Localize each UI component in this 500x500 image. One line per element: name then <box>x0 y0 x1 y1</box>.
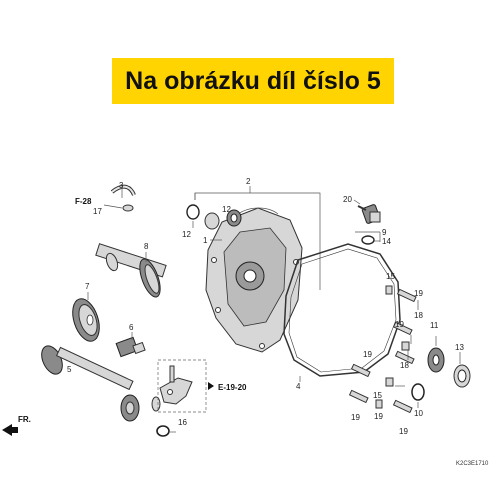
diagram-code: K2C3E1710 <box>456 461 489 467</box>
callout-6: 6 <box>129 323 134 332</box>
callout-18-a: 18 <box>414 311 423 320</box>
callout-19-f: 19 <box>399 427 408 436</box>
callout-9: 9 <box>382 228 387 237</box>
callout-12-left: 12 <box>182 230 191 239</box>
callout-2: 2 <box>246 177 251 186</box>
callout-14: 14 <box>382 237 391 246</box>
callout-13: 13 <box>455 343 464 352</box>
callout-15-bottom: 15 <box>373 391 382 400</box>
crankcase-cover-part-1 <box>205 207 303 353</box>
front-label: FR. <box>18 415 31 424</box>
shaft-part-5 <box>41 345 134 391</box>
o-ring-part-14 <box>361 235 375 245</box>
callout-8: 8 <box>144 242 149 251</box>
sensor-part-9 <box>357 204 381 224</box>
seal-part-10 <box>411 383 425 401</box>
callout-17: 17 <box>93 207 102 216</box>
gasket-part-4 <box>283 243 401 377</box>
callout-5: 5 <box>67 365 72 374</box>
bracket-plate <box>159 365 193 405</box>
banner-text: Na obrázku díl číslo 5 <box>125 66 381 95</box>
callout-12-top: 12 <box>222 205 231 214</box>
bearing-part-11 <box>427 347 445 373</box>
gear-part-7 <box>72 298 100 342</box>
callout-16: 16 <box>178 418 187 427</box>
callout-3: 3 <box>119 181 124 190</box>
bearing-part-12 <box>186 204 242 230</box>
front-direction-arrow: FR. <box>2 415 31 436</box>
seal-part-13 <box>453 364 471 388</box>
bearing-lower-left <box>120 394 161 422</box>
callout-19-b: 19 <box>395 320 404 329</box>
bolts-part-19 <box>348 288 417 414</box>
seal-part-16 <box>156 425 170 437</box>
callout-18-b: 18 <box>400 361 409 370</box>
callout-10: 10 <box>414 409 423 418</box>
reference-arrow <box>208 382 214 390</box>
gear-part-6 <box>115 336 146 358</box>
callout-19-e: 19 <box>374 412 383 421</box>
callout-19-c: 19 <box>363 350 372 359</box>
ref-e-19-20: E-19-20 <box>218 383 247 392</box>
callout-1: 1 <box>203 236 208 245</box>
countershaft-part-8 <box>95 243 167 298</box>
ref-f-28: F-28 <box>75 197 92 206</box>
callout-19-a: 19 <box>414 289 423 298</box>
callout-4: 4 <box>296 382 301 391</box>
callout-11: 11 <box>430 321 439 330</box>
callout-19-d: 19 <box>351 413 360 422</box>
callout-20: 20 <box>343 195 352 204</box>
dowels-part-15-18 <box>375 285 410 409</box>
callout-15-top: 15 <box>386 272 395 281</box>
callout-7: 7 <box>85 282 90 291</box>
clip-part-17 <box>122 204 134 212</box>
part-number-banner: Na obrázku díl číslo 5 <box>112 58 394 104</box>
